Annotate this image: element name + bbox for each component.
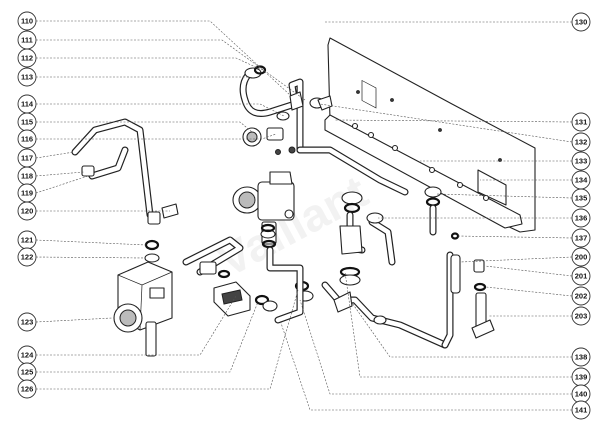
callout-130: 130 bbox=[571, 12, 591, 32]
callouts-right: 130 131 132 133 134 135 136 137 200 201 … bbox=[571, 12, 591, 420]
flow-pipe-right bbox=[424, 186, 442, 236]
svg-text:114: 114 bbox=[21, 100, 34, 109]
pump-assembly bbox=[232, 91, 304, 249]
callout-123: 123 bbox=[17, 312, 37, 332]
svg-text:139: 139 bbox=[575, 373, 588, 382]
callout-139: 139 bbox=[571, 367, 591, 387]
callout-122: 122 bbox=[17, 247, 37, 267]
svg-text:124: 124 bbox=[21, 351, 34, 360]
callout-116: 116 bbox=[17, 129, 37, 149]
leader-lines bbox=[35, 20, 573, 411]
callout-140: 140 bbox=[571, 384, 591, 404]
callout-133: 133 bbox=[571, 151, 591, 171]
svg-text:117: 117 bbox=[21, 154, 33, 163]
gas-valve bbox=[113, 239, 173, 357]
back-plate bbox=[324, 37, 536, 233]
svg-text:121: 121 bbox=[21, 236, 34, 245]
svg-text:138: 138 bbox=[575, 353, 588, 362]
svg-text:118: 118 bbox=[21, 172, 33, 181]
callout-119: 119 bbox=[17, 183, 37, 203]
safety-valve-assembly bbox=[450, 232, 495, 339]
svg-text:200: 200 bbox=[575, 253, 588, 262]
svg-text:120: 120 bbox=[21, 207, 34, 216]
callout-136: 136 bbox=[571, 208, 591, 228]
svg-text:136: 136 bbox=[575, 214, 588, 223]
central-pipe bbox=[260, 223, 304, 324]
svg-text:119: 119 bbox=[21, 189, 33, 198]
svg-text:141: 141 bbox=[575, 406, 588, 415]
svg-text:116: 116 bbox=[21, 135, 33, 144]
svg-text:137: 137 bbox=[575, 234, 588, 243]
callout-201: 201 bbox=[571, 266, 591, 286]
callout-112: 112 bbox=[17, 48, 37, 68]
svg-text:133: 133 bbox=[575, 157, 588, 166]
callout-134: 134 bbox=[571, 170, 591, 190]
svg-text:134: 134 bbox=[575, 176, 588, 185]
svg-text:140: 140 bbox=[575, 390, 588, 399]
callout-126: 126 bbox=[17, 379, 37, 399]
callout-113: 113 bbox=[17, 67, 37, 87]
callouts-left: 110 111 112 113 114 115 116 117 118 119 … bbox=[17, 11, 37, 399]
callout-120: 120 bbox=[17, 201, 37, 221]
svg-text:135: 135 bbox=[575, 194, 588, 203]
callout-117: 117 bbox=[17, 148, 37, 168]
callout-137: 137 bbox=[571, 228, 591, 248]
callout-131: 131 bbox=[571, 112, 591, 132]
callout-121: 121 bbox=[17, 230, 37, 250]
svg-text:202: 202 bbox=[575, 292, 588, 301]
callout-111: 111 bbox=[17, 30, 37, 50]
callout-135: 135 bbox=[571, 188, 591, 208]
svg-text:131: 131 bbox=[575, 118, 588, 127]
callout-132: 132 bbox=[571, 132, 591, 152]
callout-203: 203 bbox=[571, 306, 591, 326]
svg-text:126: 126 bbox=[21, 385, 34, 394]
svg-text:115: 115 bbox=[21, 118, 33, 127]
return-pipe bbox=[296, 95, 409, 196]
callout-114: 114 bbox=[17, 94, 37, 114]
lower-pipe-left bbox=[182, 236, 314, 317]
svg-text:122: 122 bbox=[21, 253, 34, 262]
svg-text:130: 130 bbox=[575, 18, 588, 27]
callout-125: 125 bbox=[17, 362, 37, 382]
callout-110: 110 bbox=[17, 11, 37, 31]
callout-118: 118 bbox=[17, 166, 37, 186]
svg-text:110: 110 bbox=[21, 17, 33, 26]
callout-200: 200 bbox=[571, 247, 591, 267]
callout-141: 141 bbox=[571, 400, 591, 420]
svg-text:203: 203 bbox=[575, 312, 588, 321]
cold-water-pipe bbox=[71, 118, 179, 225]
svg-text:201: 201 bbox=[575, 272, 588, 281]
svg-text:132: 132 bbox=[575, 138, 588, 147]
svg-text:123: 123 bbox=[21, 318, 34, 327]
callout-124: 124 bbox=[17, 345, 37, 365]
svg-text:125: 125 bbox=[21, 368, 34, 377]
callout-202: 202 bbox=[571, 286, 591, 306]
svg-text:113: 113 bbox=[21, 73, 33, 82]
svg-text:111: 111 bbox=[21, 36, 33, 45]
siphon-assembly bbox=[321, 191, 454, 349]
svg-text:112: 112 bbox=[21, 54, 33, 63]
callout-115: 115 bbox=[17, 112, 37, 132]
callout-138: 138 bbox=[571, 347, 591, 367]
